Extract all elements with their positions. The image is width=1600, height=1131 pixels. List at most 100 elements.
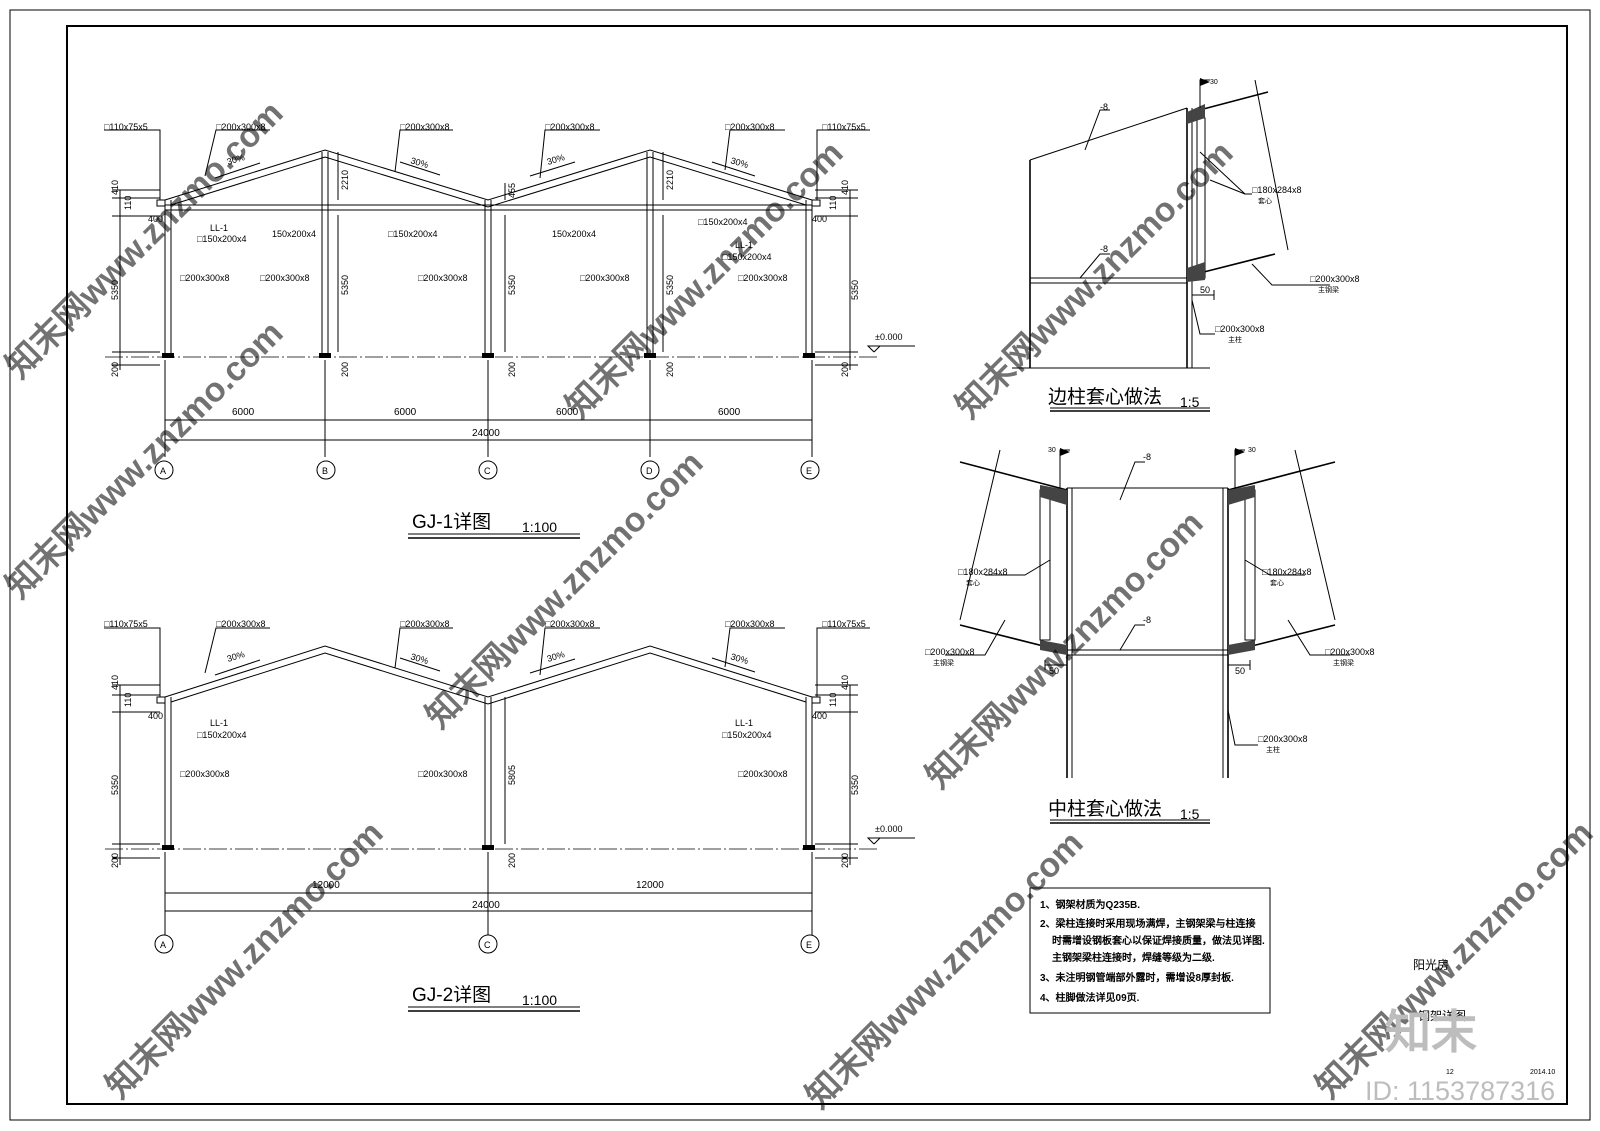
watermark-9: 知末网www.znzmo.com (1309, 814, 1600, 1106)
watermark-id: ID: 1153787316 (1365, 1076, 1555, 1106)
mid-column-label: □200x300x8 (1258, 734, 1307, 744)
note-2: 2、梁柱连接时采用现场满焊，主钢架梁与柱连接 (1040, 917, 1256, 930)
mid-plate-mid: -8 (1143, 615, 1151, 625)
gj1-dim-5350-d: 5350 (665, 275, 675, 295)
gj1-rafter-label-2: □200x300x8 (400, 122, 449, 132)
gj1-total-dim: 24000 (472, 428, 500, 439)
gj2-ll1-right-sec: □150x200x4 (722, 730, 771, 740)
gj2-dim-410-left: 410 (110, 675, 120, 690)
edge-detail-scale: 1:5 (1180, 394, 1200, 410)
edge-detail-title: 边柱套心做法 (1048, 386, 1162, 408)
mid-sleeve-right: □180x284x8 (1262, 567, 1311, 577)
gj2-dim-400-right: 400 (812, 711, 827, 721)
gj2-dim-5350-left: 5350 (110, 775, 120, 795)
gj2-slope-4: 30% (729, 651, 749, 666)
gj1-slope-3: 30% (546, 152, 566, 167)
gj2-dim-200-right: 200 (840, 853, 850, 868)
gj1-dim-200-right: 200 (840, 362, 850, 377)
gj1-ll1-left: LL-1 (210, 223, 228, 233)
watermark-4: 知末网www.znzmo.com (419, 444, 711, 736)
note-2b: 时需增设钢板套心以保证焊接质量，做法见详图. (1052, 934, 1265, 947)
gj2-bay-dim-1: 12000 (312, 880, 340, 891)
mid-detail-drawing (945, 448, 1350, 824)
watermark-layer: 知末网www.znzmo.com 知末网www.znzmo.com 知末网www… (0, 94, 1600, 1116)
gj1-dim-5350-left: 5350 (110, 280, 120, 300)
mid-plate-top: -8 (1143, 452, 1151, 462)
gj2-title: GJ-2详图 (412, 984, 491, 1006)
mid-sleeve-left-note: 套心 (966, 578, 980, 587)
note-1: 1、钢架材质为Q235B. (1040, 898, 1140, 911)
gj2-rafter-label-3: □200x300x8 (545, 619, 594, 629)
gj1-tie-label-3: 150x200x4 (552, 229, 596, 239)
gj2-slope-3: 30% (546, 649, 566, 664)
mid-column-note: 主柱 (1266, 745, 1280, 754)
gj1-col-label-1: □200x300x8 (180, 273, 229, 283)
drawing-name: 钢架详图 (1418, 1008, 1466, 1023)
gj1-dim-110-left: 110 (123, 196, 133, 210)
edge-column-note: 主柱 (1228, 335, 1242, 344)
project-name: 阳光房 (1413, 957, 1449, 972)
gj1-dim-2210-b: 2210 (340, 170, 350, 190)
mid-detail-scale: 1:5 (1180, 806, 1200, 822)
watermark-brand: 知末 (1385, 1006, 1477, 1058)
gj1-bay-dim-2: 6000 (394, 407, 417, 418)
gj1-bay-dim-4: 6000 (718, 407, 741, 418)
gj1-axis-d: D (646, 466, 653, 476)
edge-column-label: □200x300x8 (1215, 324, 1264, 334)
gj1-tie-label-1: 150x200x4 (272, 229, 316, 239)
gj2-purlin-left-label: □110x75x5 (104, 619, 148, 629)
outer-frame (9, 9, 1591, 1121)
gj1-col-label-3: □200x300x8 (418, 273, 467, 283)
mid-beam-right: □200x300x8 (1325, 647, 1374, 657)
gj1-ll1-right-sec: □150x200x4 (722, 252, 771, 262)
edge-sleeve-note: 套心 (1258, 196, 1272, 205)
gj1-col-label-4: □200x300x8 (580, 273, 629, 283)
gj2-dim-5805-c: 5805 (507, 765, 517, 785)
edge-weld-size: 30 (1210, 79, 1218, 86)
edge-plate-top: -8 (1100, 102, 1108, 112)
gj1-dim-200-left: 200 (110, 362, 120, 377)
gj2-scale: 1:100 (522, 992, 557, 1008)
page-number: 12 (1446, 1069, 1454, 1076)
mid-detail-title: 中柱套心做法 (1048, 798, 1162, 820)
gj1-ll1-left-sec: □150x200x4 (197, 234, 246, 244)
gj2-dim-200-c: 200 (507, 853, 517, 868)
gj1-slope-2: 30% (409, 155, 429, 170)
gj1-dim-200-c: 200 (507, 362, 517, 377)
edge-beam-note: 主钢梁 (1318, 285, 1339, 294)
gj1-dim-410-left: 410 (110, 180, 120, 195)
gj1-purlin-left-label: □110x75x5 (104, 122, 148, 132)
gj2-total-dim: 24000 (472, 900, 500, 911)
gj2-dim-410-right: 410 (840, 675, 850, 690)
gj1-dim-5350-right: 5350 (850, 280, 860, 300)
gj1-axis-c: C (484, 466, 491, 476)
edge-sleeve-label: □180x284x8 (1252, 185, 1301, 195)
gj2-axis-a: A (160, 940, 166, 950)
gj1-scale: 1:100 (522, 519, 557, 535)
gj1-elevation: ±0.000 (875, 332, 902, 342)
gj2-ll1-right: LL-1 (735, 718, 753, 728)
gj2-slope-2: 30% (409, 651, 429, 666)
gj2-rafter-label-1: □200x300x8 (216, 619, 265, 629)
gj2-ll1-left-sec: □150x200x4 (197, 730, 246, 740)
gj1-dim-400-right: 400 (812, 214, 827, 224)
gj1-dim-5350-c: 5350 (507, 275, 517, 295)
note-3: 3、未注明钢管端部外露时，需增设8厚封板. (1040, 971, 1234, 984)
mid-sleeve-right-note: 套心 (1270, 578, 1284, 587)
gj2-slope-1: 30% (226, 649, 246, 664)
gj2-col-label-3: □200x300x8 (738, 769, 787, 779)
gj1-rafter-label-4: □200x300x8 (725, 122, 774, 132)
gj2-dim-110-left: 110 (123, 693, 133, 707)
edge-dim-50: 50 (1200, 285, 1210, 295)
gj1-frame-elevation (104, 129, 915, 539)
gj1-dim-5350-b: 5350 (340, 275, 350, 295)
mid-beam-left-note: 主钢梁 (933, 658, 954, 667)
gj1-col-label-2: □200x300x8 (260, 273, 309, 283)
gj1-tie-label-4: □150x200x4 (698, 217, 747, 227)
drawing-date: 2014.10 (1530, 1069, 1555, 1076)
gj1-dim-410-right: 410 (840, 180, 850, 195)
mid-dim-50-left: 50 (1049, 666, 1059, 676)
note-2c: 主钢架梁柱连接时，焊缝等级为二级. (1052, 951, 1215, 964)
gj1-axis-b: B (322, 466, 328, 476)
gj1-dim-110-right: 110 (828, 196, 838, 210)
